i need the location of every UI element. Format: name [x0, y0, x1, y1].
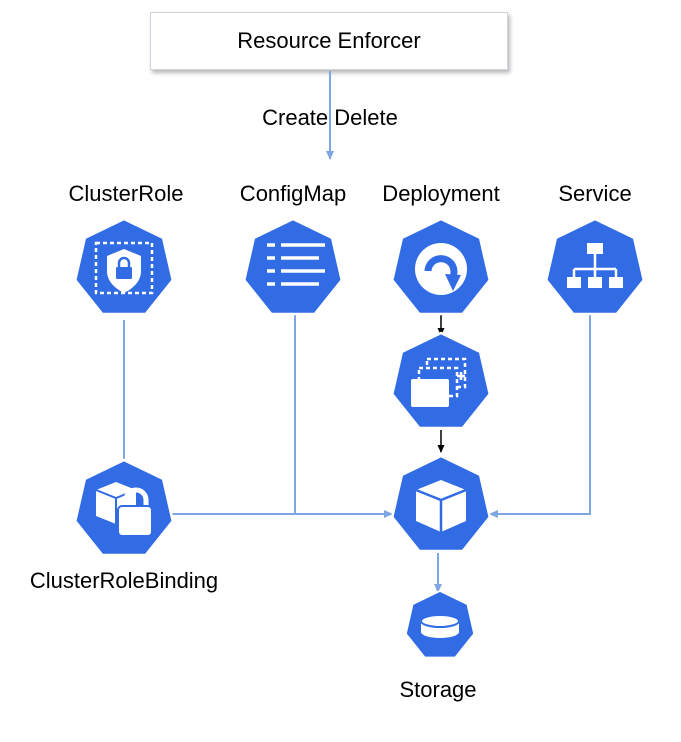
clusterrolebinding-label: ClusterRoleBinding	[29, 568, 219, 593]
resource-enforcer-title: Resource Enforcer	[237, 28, 421, 53]
clusterrole-node	[75, 219, 173, 314]
service-tree-icon	[567, 243, 623, 288]
service-to-pod-edge	[489, 315, 591, 518]
cube-lock-icon	[95, 482, 153, 537]
refresh-icon	[415, 243, 467, 295]
deployment-node	[392, 219, 490, 314]
clusterrole-label: ClusterRole	[68, 181, 184, 206]
connectors	[123, 71, 591, 593]
replicaset-node	[392, 333, 490, 428]
list-icon	[267, 243, 325, 286]
deployment-label: Deployment	[382, 181, 500, 206]
resource-enforcer-box: Resource Enforcer	[150, 12, 508, 70]
shield-lock-icon	[94, 241, 154, 295]
replicaset-icon	[411, 357, 467, 407]
service-label: Service	[558, 181, 632, 206]
cube-icon	[415, 480, 467, 532]
storage-node	[406, 591, 474, 658]
service-node	[546, 219, 644, 314]
configmap-node	[244, 219, 342, 314]
disk-icon	[420, 614, 460, 638]
clusterrolebinding-node	[75, 460, 173, 555]
storage-label: Storage	[399, 677, 477, 702]
pod-node	[392, 456, 490, 551]
configmap-label: ConfigMap	[239, 181, 347, 206]
